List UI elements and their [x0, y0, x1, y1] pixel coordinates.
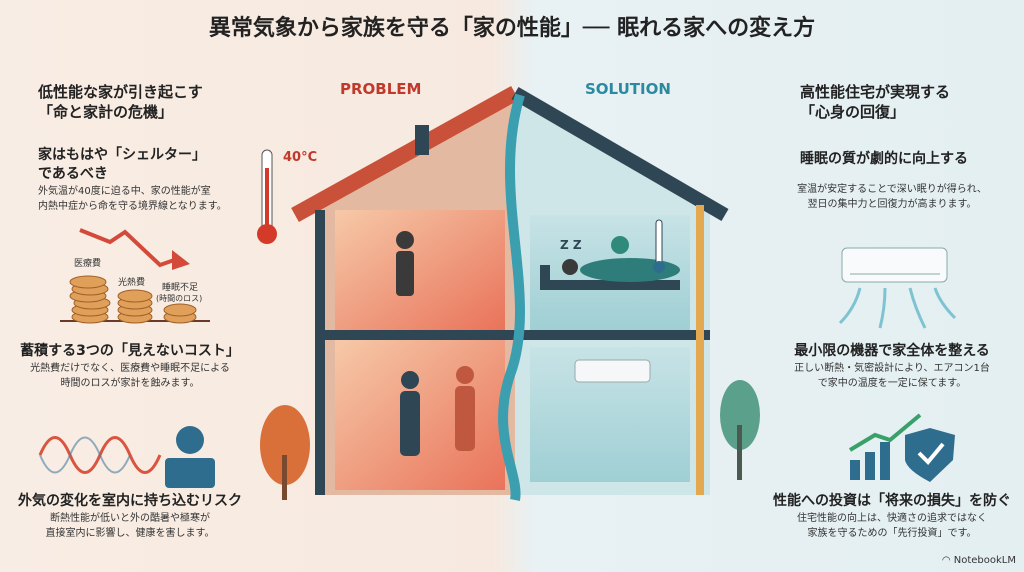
- right-s1-body-line1: 室温が安定することで深い眠りが得られ、: [797, 184, 987, 195]
- coin-label-sleep: 睡眠不足: [162, 283, 199, 293]
- coin-label-medical: 医療費: [74, 259, 102, 269]
- distressed-person-icon: [165, 426, 215, 488]
- notebooklm-logo: ◠ NotebookLM: [942, 555, 1016, 566]
- right-heading-line2: 「心身の回復」: [800, 103, 906, 121]
- left-heading-line1: 低性能な家が引き起こす: [38, 83, 203, 101]
- declining-arrow-icon: [79, 228, 181, 268]
- thermometer-hot-icon: [257, 149, 277, 244]
- left-s1-body-line2: 内熱中症から命を守る境界線となります。: [38, 201, 227, 212]
- coin-stack-medical: [69, 275, 111, 324]
- right-s3-body-line1: 住宅性能の向上は、快適さの追求ではなく: [797, 513, 987, 524]
- branding-text: NotebookLM: [953, 555, 1016, 566]
- solution-label: SOLUTION: [585, 80, 671, 98]
- growth-shield-icon: [848, 413, 955, 482]
- left-s1-title: 家はもはや「シェルター」 であるべき: [38, 146, 206, 184]
- overheated-person-icon: [396, 231, 414, 296]
- coin-label-time-loss: (時間のロス): [156, 294, 203, 303]
- chimney: [415, 125, 429, 155]
- left-s3-title: 外気の変化を室内に持ち込むリスク: [18, 493, 242, 509]
- right-s3-title: 性能への投資は「将来の損失」を防ぐ: [773, 493, 1011, 509]
- right-heading: 高性能住宅が実現する 「心身の回復」: [800, 82, 950, 122]
- right-s3: 性能への投資は「将来の損失」を防ぐ 住宅性能の向上は、快適さの追求ではなく 家族…: [760, 492, 1024, 541]
- tree-left-icon: [260, 405, 310, 500]
- right-s2: 最小限の機器で家全体を整える 正しい断熱・気密設計により、エアコン1台 で家中の…: [760, 342, 1024, 391]
- left-s2: 蓄積する3つの「見えないコスト」 光熱費だけでなく、医療費や睡眠不足による 時間…: [0, 342, 260, 391]
- left-heading-line2: 「命と家計の危機」: [38, 103, 174, 121]
- right-s2-title: 最小限の機器で家全体を整える: [794, 343, 990, 359]
- left-s2-title: 蓄積する3つの「見えないコスト」: [20, 343, 240, 359]
- left-s3: 外気の変化を室内に持ち込むリスク 断熱性能が低いと外の酷暑や極寒が 直接室内に影…: [0, 492, 260, 541]
- coin-stack-sleep: [163, 303, 197, 324]
- temperature-wave-illustration: [38, 426, 215, 488]
- left-heading: 低性能な家が引き起こす 「命と家計の危機」: [38, 82, 203, 122]
- right-s1-title: 睡眠の質が劇的に向上する: [800, 151, 968, 167]
- coin-stacks-illustration: [60, 228, 210, 324]
- page-title: 異常気象から家族を守る「家の性能」── 眠れる家への変え方: [208, 16, 816, 41]
- coin-stack-utility: [117, 289, 153, 324]
- sweating-people-icon: [400, 366, 475, 456]
- right-s1-body-line2: 翌日の集中力と回復力が高まります。: [807, 199, 977, 210]
- house-illustration: [260, 86, 760, 501]
- thermometer-cool-icon: [653, 219, 665, 273]
- air-conditioner-icon: [574, 359, 651, 383]
- problem-label: PROBLEM: [340, 80, 422, 98]
- right-heading-line1: 高性能住宅が実現する: [800, 83, 951, 101]
- right-s2-body-line2: で家中の温度を一定に保てます。: [817, 378, 967, 389]
- air-conditioner-airflow-icon: [838, 247, 957, 329]
- sleep-z-icon: Z Z: [560, 238, 582, 252]
- left-s3-body-line1: 断熱性能が低いと外の酷暑や極寒が: [50, 513, 210, 524]
- left-s1-body-line1: 外気温が40度に迫る中、家の性能が室: [38, 186, 211, 197]
- right-s1-body: 室温が安定することで深い眠りが得られ、 翌日の集中力と回復力が高まります。: [760, 182, 1024, 212]
- house-solution-side: [511, 86, 729, 495]
- insulation-divider: [498, 93, 525, 501]
- tree-right-icon: [720, 380, 760, 480]
- left-s1-title-line1: 家はもはや「シェルター」: [38, 147, 206, 163]
- left-s1-title-line2: であるべき: [38, 166, 108, 182]
- left-s2-body-line2: 時間のロスが家計を蝕みます。: [60, 378, 200, 389]
- right-s2-body-line1: 正しい断熱・気密設計により、エアコン1台: [794, 363, 990, 374]
- temperature-readout: 40°C: [283, 150, 318, 165]
- notebooklm-icon: ◠: [941, 555, 954, 566]
- left-s2-body-line1: 光熱費だけでなく、医療費や睡眠不足による: [30, 363, 230, 374]
- moon-icon: [611, 236, 629, 254]
- right-s3-body-line2: 家族を守るための「先行投資」です。: [807, 528, 977, 539]
- coin-label-utility: 光熱費: [118, 278, 146, 288]
- left-s3-body-line2: 直接室内に影響し、健康を害します。: [45, 528, 215, 539]
- left-s1-body: 外気温が40度に迫る中、家の性能が室 内熱中症から命を守る境界線となります。: [38, 184, 227, 214]
